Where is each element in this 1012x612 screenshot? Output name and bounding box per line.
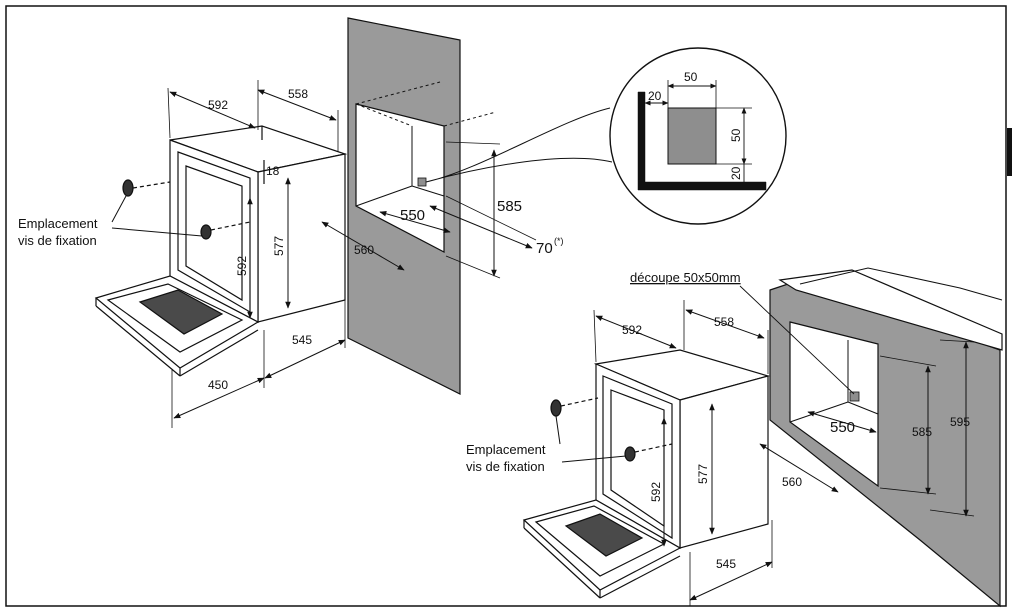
niche-opening-bottom xyxy=(789,321,879,488)
dim-niche-depth-top: 560 xyxy=(354,243,374,257)
dim-oven-height-top: 577 xyxy=(272,236,286,256)
detail-dim-cut-height: 50 xyxy=(729,128,743,142)
screw-icon-top-1 xyxy=(122,179,171,197)
dim-cab-width: 592 xyxy=(622,323,642,337)
leader-fixing-top-a xyxy=(111,195,127,223)
detail-dim-cut-width: 50 xyxy=(684,70,698,84)
detail-dim-offset-bottom: 20 xyxy=(729,166,743,180)
label-fixing-top-line2: vis de fixation xyxy=(18,233,97,248)
dim-oven-base-depth-top: 545 xyxy=(292,333,312,347)
dim-cab-depth: 558 xyxy=(714,315,734,329)
dim-cab-door-height: 592 xyxy=(649,482,663,502)
dim-cab-base-depth: 545 xyxy=(716,557,736,571)
dim-oven-panel-top: 18 xyxy=(266,164,280,178)
detail-content xyxy=(637,80,767,191)
screw-icon-bottom-1 xyxy=(550,397,599,417)
leader-fixing-bottom-a xyxy=(555,415,561,445)
niche-inner-lines-top xyxy=(355,81,497,207)
oven-drawing-top xyxy=(94,125,348,377)
oven-dimensions-top xyxy=(167,80,346,428)
label-fixing-top-line1: Emplacement xyxy=(18,216,98,231)
dim-niche-clearance-top: 70 xyxy=(536,240,553,257)
dim-oven-door-height-top: 592 xyxy=(235,256,249,276)
cabinet-dimensions xyxy=(593,300,975,606)
dim-niche-height-top: 585 xyxy=(497,198,522,215)
cutout-marker-top xyxy=(417,177,427,187)
cabinet-top-edge xyxy=(799,267,1003,301)
dim-cab-niche-depth: 560 xyxy=(782,475,802,489)
page-frame xyxy=(5,5,1007,607)
oven-drawing-bottom xyxy=(522,349,771,599)
page-edge-mark xyxy=(1007,128,1012,176)
leader-fixing-top-b xyxy=(111,227,203,237)
label-fixing-bottom-line1: Emplacement xyxy=(466,442,546,457)
leader-fixing-bottom-b xyxy=(561,455,627,463)
leader-cutout xyxy=(739,285,855,395)
dim-oven-depth-top: 558 xyxy=(288,87,308,101)
dim-cab-total-height: 595 xyxy=(950,415,970,429)
cabinet-top xyxy=(778,269,1003,351)
detail-callout-lines xyxy=(425,107,613,183)
detail-dim-offset-left: 20 xyxy=(648,89,662,103)
dim-cab-niche-height: 585 xyxy=(912,425,932,439)
dim-oven-width-top: 592 xyxy=(208,98,228,112)
label-fixing-bottom-line2: vis de fixation xyxy=(466,459,545,474)
niche-dimensions-top xyxy=(321,141,537,279)
dim-niche-width-top: 550 xyxy=(400,207,425,224)
label-cutout: découpe 50x50mm xyxy=(630,270,741,285)
screw-icon-top-2 xyxy=(200,221,251,240)
cutout-marker-bottom xyxy=(849,391,860,402)
dim-oven-door-open-top: 450 xyxy=(208,378,228,392)
dim-cab-height: 577 xyxy=(696,464,710,484)
dim-niche-clearance-note: (*) xyxy=(554,236,564,246)
dim-cab-niche-width: 550 xyxy=(830,419,855,436)
